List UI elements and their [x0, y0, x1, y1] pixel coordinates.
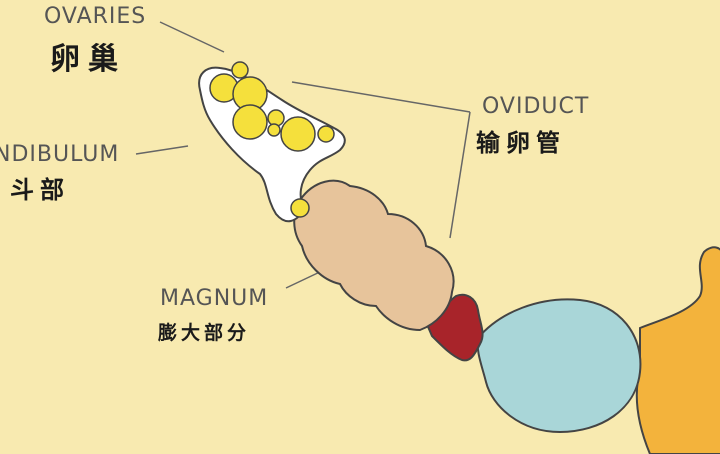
leader-lines [135, 21, 471, 289]
follicle [232, 104, 268, 140]
ovary-follicles [209, 61, 335, 218]
leader-infundibulum [135, 145, 189, 155]
follicle [290, 198, 310, 218]
oviduct-label-en: OVIDUCT [482, 94, 590, 119]
follicle [231, 61, 249, 79]
vagina-shape [635, 246, 720, 454]
infundibulum-label-zh: 斗部 [10, 176, 70, 204]
ovaries-label-en: OVARIES [44, 4, 147, 29]
magnum-shape [293, 179, 455, 332]
follicle [280, 116, 316, 152]
uterus-shape [476, 298, 642, 434]
follicle [267, 123, 281, 137]
follicle [317, 125, 335, 143]
leader-ovaries [159, 21, 225, 53]
magnum-label-en: MAGNUM [160, 286, 269, 311]
magnum-label-zh: 膨大部分 [158, 322, 251, 344]
leader-oviduct-lower [449, 111, 471, 239]
ovaries-label-zh: 卵巢 [50, 42, 126, 77]
infundibulum-label-en: NDIBULUM [0, 142, 120, 167]
oviduct-label-zh: 输卵管 [476, 129, 566, 157]
leader-oviduct-upper [291, 81, 471, 113]
